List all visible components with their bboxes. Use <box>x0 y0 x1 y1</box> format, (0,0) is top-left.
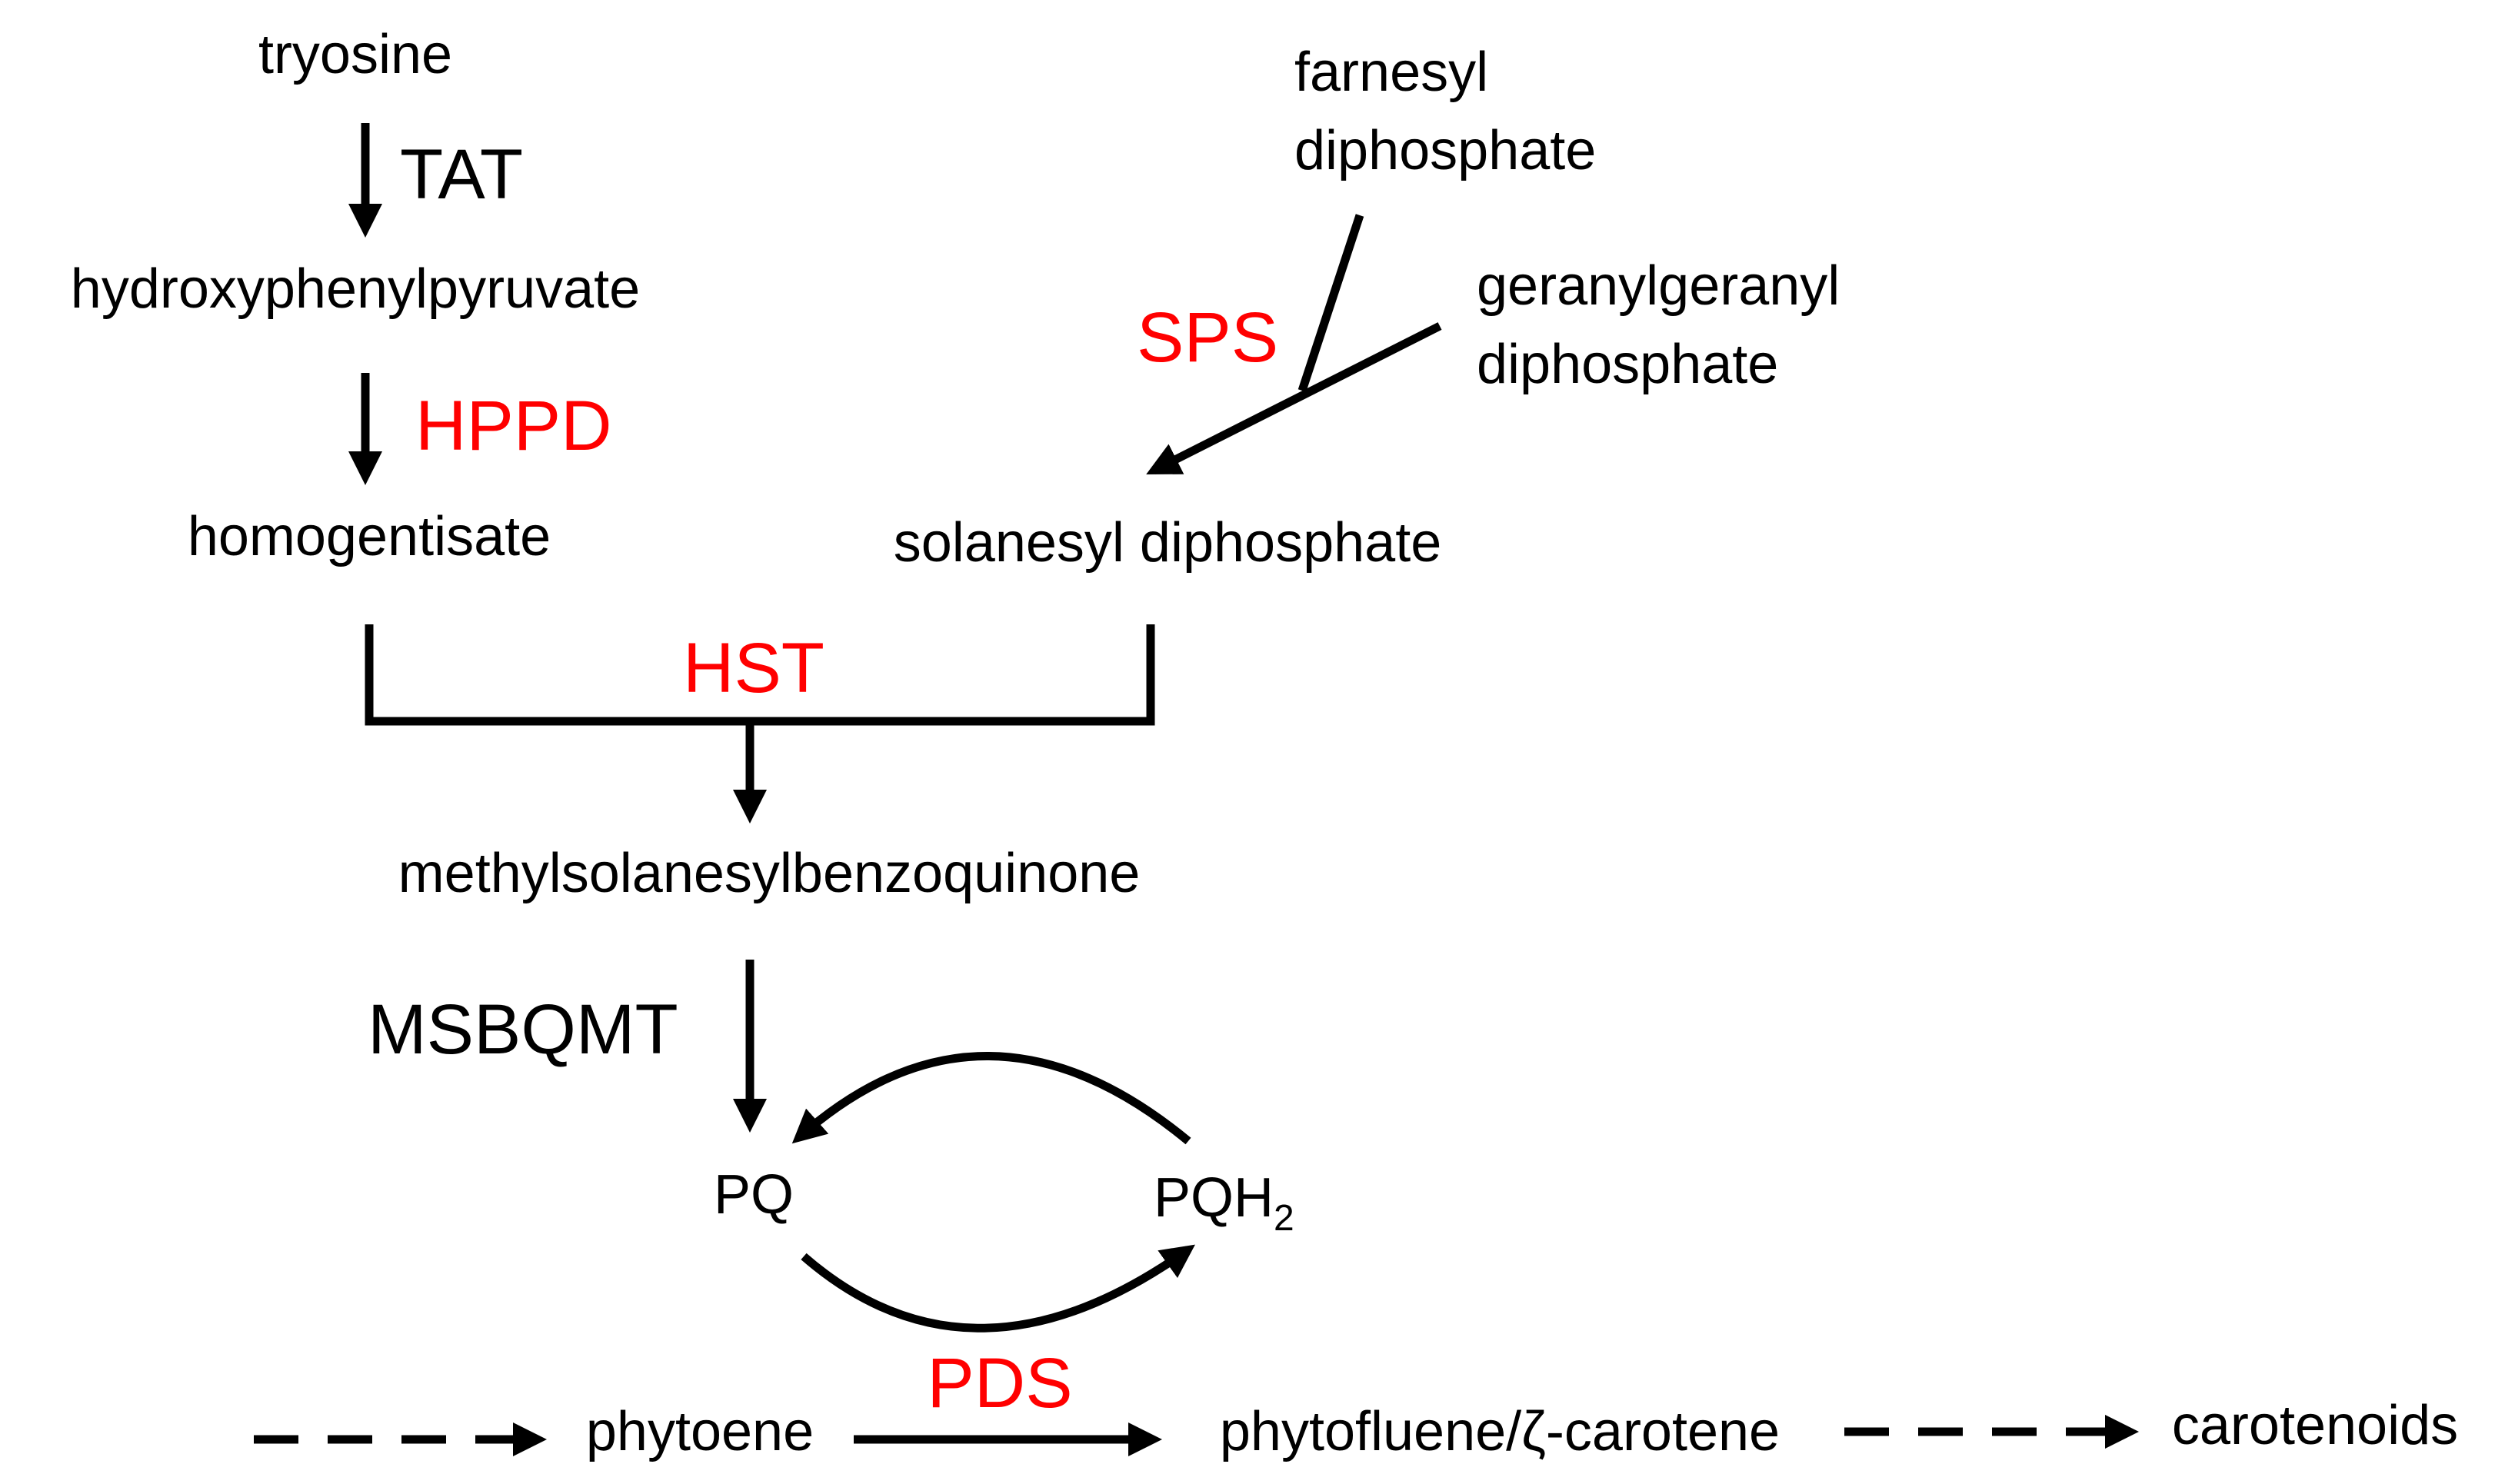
tyrosine-label: tryosine <box>258 24 452 85</box>
enzyme-sps: SPS <box>1137 298 1278 377</box>
pq-label: PQ <box>714 1164 794 1226</box>
enzyme-msbqmt: MSBQMT <box>368 990 678 1069</box>
arrow-geranylgeranyl-to-solanesyl <box>1146 322 1442 474</box>
farnesyl-label-line1: farnesyl <box>1294 42 1488 103</box>
enzyme-pds: PDS <box>927 1344 1072 1422</box>
enzyme-tat: TAT <box>400 135 523 214</box>
pqh2-subscript: 2 <box>1274 1198 1294 1239</box>
homogentisate-label: homogentisate <box>188 506 551 567</box>
methylsolanesylbenzoquinone-label: methylsolanesylbenzoquinone <box>398 843 1141 904</box>
arrow-pq-to-pqh2 <box>801 1244 1195 1333</box>
line-farnesyl <box>1297 214 1364 392</box>
phytofluene-carotene-label: phytofluene/ζ-carotene <box>1220 1401 1780 1462</box>
enzyme-hppd: HPPD <box>415 387 612 465</box>
pqh2-base: PQH <box>1154 1167 1274 1229</box>
hst-bracket <box>365 624 1155 726</box>
pqh2-label: PQH2 <box>1154 1167 1294 1239</box>
enzyme-hst: HST <box>683 629 824 707</box>
carotenoids-label: carotenoids <box>2172 1395 2458 1456</box>
geranylgeranyl-label-line1: geranylgeranyl <box>1477 255 1840 317</box>
phytoene-label: phytoene <box>586 1401 814 1462</box>
geranylgeranyl-label-line2: diphosphate <box>1477 334 1778 395</box>
farnesyl-label-line2: diphosphate <box>1294 120 1596 181</box>
hydroxyphenylpyruvate-label: hydroxyphenylpyruvate <box>71 258 640 320</box>
solanesyl-diphosphate-label: solanesyl diphosphate <box>894 512 1442 574</box>
arrow-pqh2-to-pq <box>791 1052 1191 1145</box>
